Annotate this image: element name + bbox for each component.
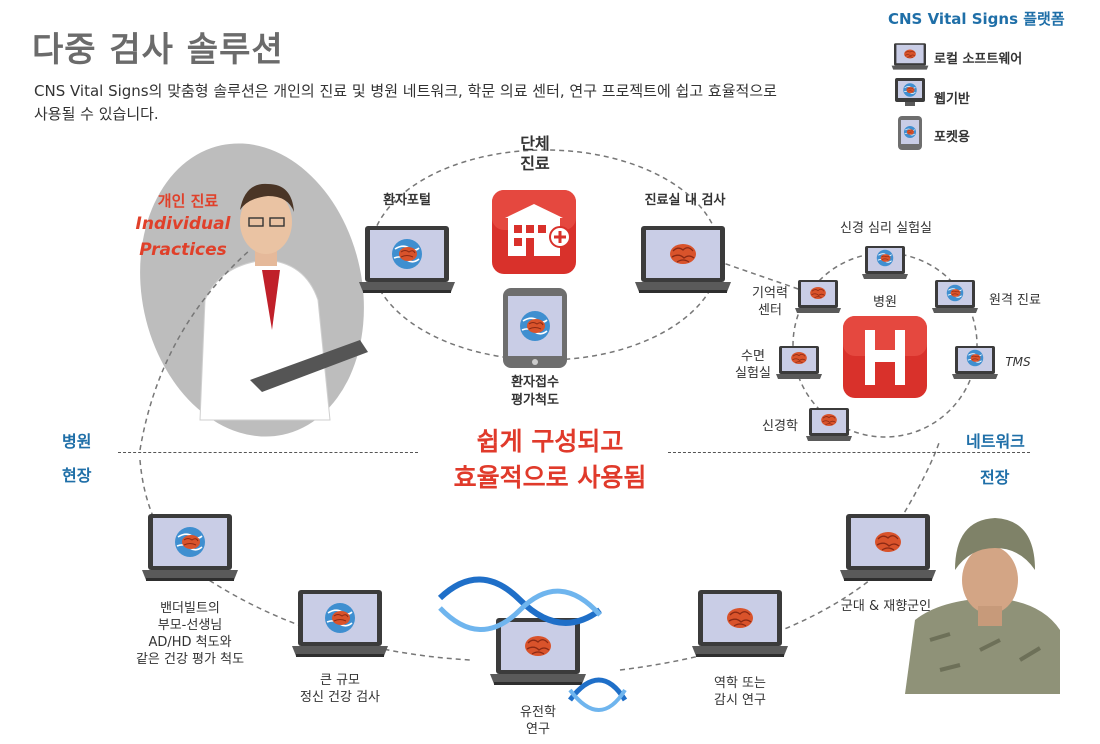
large-scale-laptop-icon	[292, 590, 388, 657]
vanderbilt-line4: 같은 건강 평가 척도	[135, 652, 245, 667]
divider-left	[118, 452, 418, 453]
telemed-laptop-icon	[932, 280, 978, 313]
intake-tablet-icon	[503, 288, 567, 368]
tms-laptop-icon	[952, 346, 998, 379]
platform-pocket-label: 포켓용	[934, 130, 970, 145]
vanderbilt-line3: AD/HD 척도와	[148, 635, 232, 650]
telemed-label: 원격 진료	[989, 293, 1041, 308]
center-message: 쉽게 구성되고 효율적으로 사용됨	[420, 424, 680, 496]
hospital-label: 병원	[873, 295, 897, 310]
group-title-line1: 단체	[520, 134, 550, 153]
patient-portal-laptop-icon	[359, 226, 455, 293]
military-laptop-icon	[840, 514, 936, 581]
soldier-photo	[905, 518, 1060, 694]
patient-portal-label: 환자포털	[383, 193, 431, 208]
vanderbilt-laptop-icon	[142, 514, 238, 581]
platform-legend-icons	[891, 43, 929, 150]
section-battlefield: 전장	[980, 468, 1010, 487]
tms-label: TMS	[1005, 355, 1031, 369]
large-scale-line1: 큰 규모	[319, 673, 360, 688]
vanderbilt-line1: 밴더빌트의	[160, 601, 220, 616]
in-office-label: 진료실 내 검사	[644, 193, 726, 208]
neurology-label: 신경학	[762, 419, 798, 434]
individual-ko-label: 개인 진료	[157, 192, 219, 210]
epidemiology-laptop-icon	[692, 590, 788, 657]
bottom-left-arc	[179, 559, 471, 661]
section-hospital: 병원	[62, 432, 92, 451]
center-message-line2: 효율적으로 사용됨	[453, 463, 647, 492]
memory-center-line1: 기억력	[752, 286, 788, 301]
epidemiology-line2: 감시 연구	[714, 693, 766, 708]
sleep-lab-line1: 수면	[741, 349, 765, 364]
in-office-laptop-icon	[635, 226, 731, 293]
epidemiology-line1: 역학 또는	[714, 676, 766, 691]
large-scale-line2: 정신 건강 검사	[299, 690, 381, 705]
platform-legend-title: CNS Vital Signs 플랫폼	[888, 10, 1065, 28]
genetics-line2: 연구	[526, 722, 550, 737]
vanderbilt-line2: 부모-선생님	[157, 618, 223, 633]
section-field: 현장	[62, 466, 92, 485]
sleep-lab-line2: 실험실	[735, 366, 771, 381]
individual-en-line1: Individual	[135, 214, 231, 234]
center-message-line1: 쉽게 구성되고	[476, 427, 624, 456]
neuropsych-lab-laptop-icon	[862, 246, 908, 279]
intake-label-line1: 환자접수	[511, 375, 559, 390]
section-network: 네트워크	[966, 432, 1025, 451]
individual-en-line2: Practices	[139, 240, 227, 260]
group-title-line2: 진료	[520, 154, 550, 173]
neuropsych-lab-label: 신경 심리 실험실	[840, 221, 932, 236]
divider-right	[668, 452, 1030, 453]
military-label: 군대 & 재향군인	[840, 599, 932, 614]
intake-label-line2: 평가척도	[511, 393, 559, 408]
doctor-photo	[199, 183, 368, 421]
sleep-lab-laptop-icon	[776, 346, 822, 379]
memory-center-laptop-icon	[795, 280, 841, 313]
page-title: 다중 검사 솔루션	[32, 30, 284, 70]
dna-helix-icon	[437, 576, 628, 712]
genetics-laptop-icon	[490, 618, 586, 685]
hospital-h-icon	[843, 316, 927, 398]
platform-local-label: 로컬 소프트웨어	[934, 52, 1023, 67]
memory-center-line2: 센터	[758, 303, 782, 318]
page-subtitle: CNS Vital Signs의 맞춤형 솔루션은 개인의 진료 및 병원 네트…	[34, 82, 777, 123]
left-arc	[139, 249, 251, 451]
genetics-line1: 유전학	[520, 705, 556, 720]
clinic-icon	[492, 190, 576, 274]
neurology-laptop-icon	[806, 408, 852, 441]
platform-web-label: 웹기반	[934, 92, 970, 107]
